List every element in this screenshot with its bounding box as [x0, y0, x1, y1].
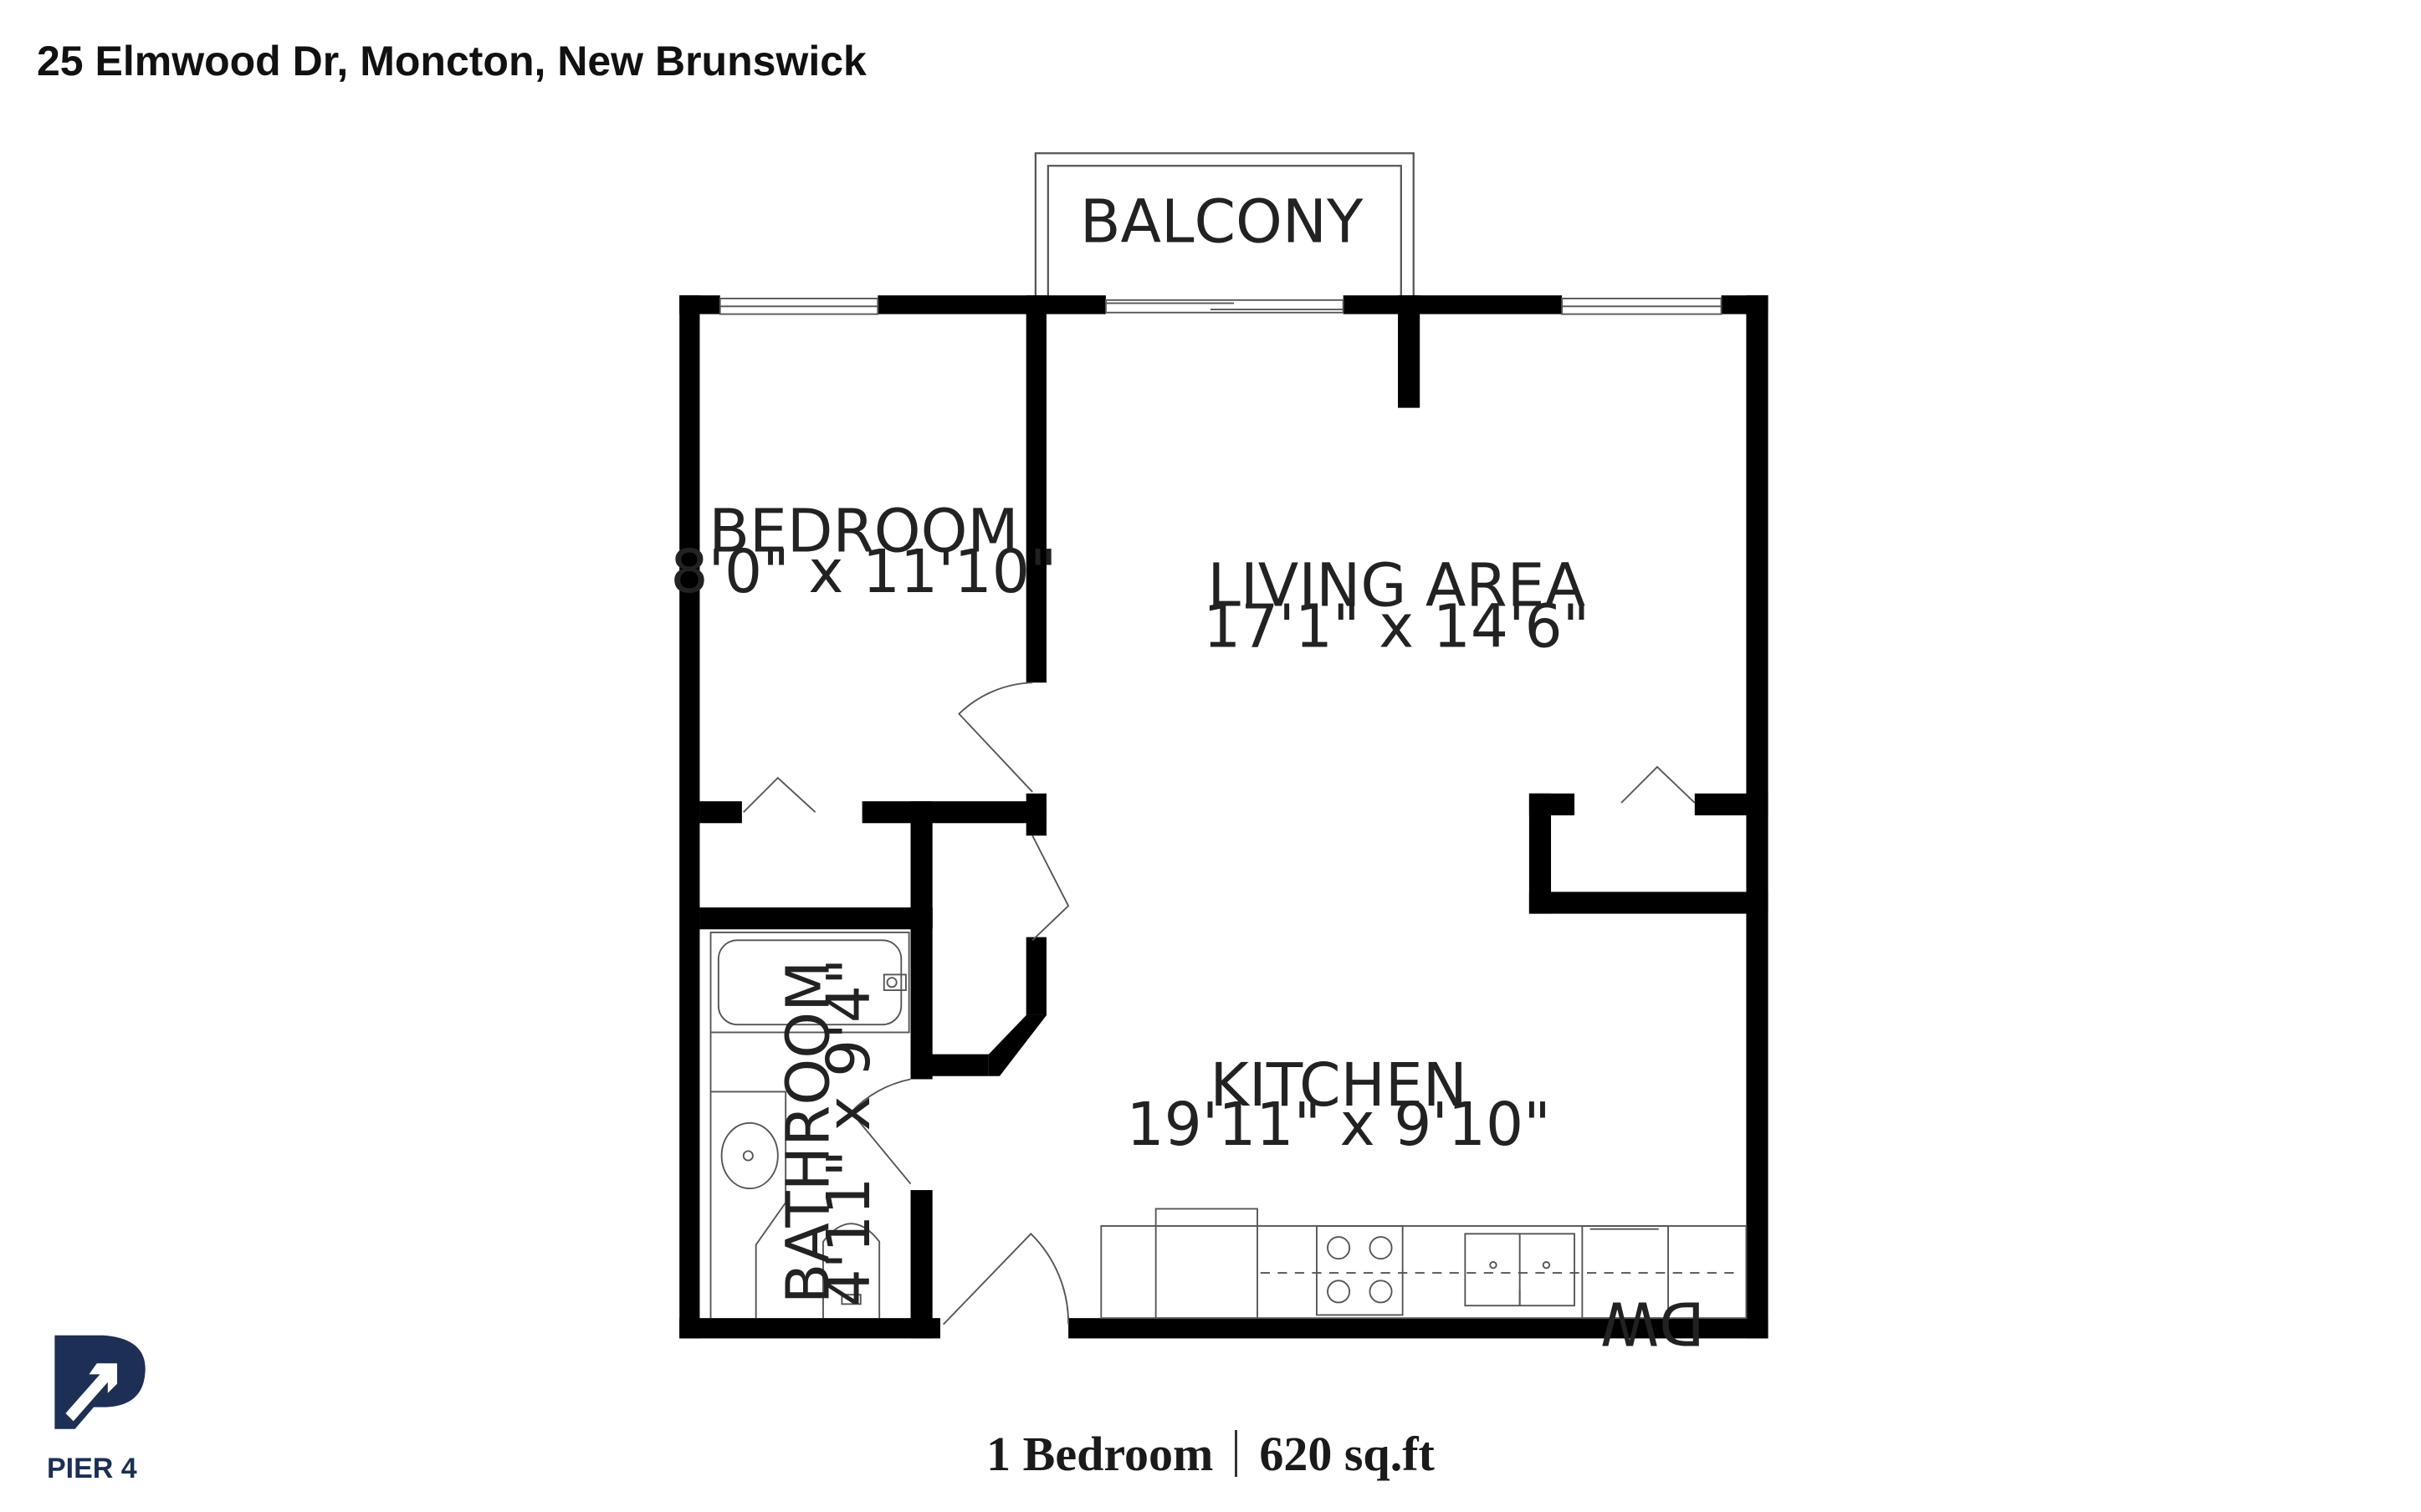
bathroom-door — [850, 1078, 912, 1185]
unit-summary: 1 Bedroom 620 sq.ft — [0, 1426, 2421, 1482]
refrigerator — [1154, 1208, 1258, 1320]
kitchen-counter — [1100, 1225, 1748, 1320]
summary-divider — [1235, 1430, 1238, 1477]
sink — [710, 1091, 787, 1319]
entry-door — [943, 1233, 1070, 1326]
bedroom-label: BEDROOM — [709, 496, 1018, 565]
bedroom-closet-door — [743, 776, 816, 813]
square-footage: 620 sq.ft — [1259, 1427, 1435, 1481]
bedroom-count: 1 Bedroom — [986, 1427, 1214, 1481]
living-closet-door — [1620, 765, 1696, 804]
dishwasher — [1581, 1225, 1669, 1320]
balcony-label: BALCONY — [1080, 187, 1364, 257]
door-swings — [743, 682, 1696, 1326]
kitchen-label: KITCHEN — [1210, 1050, 1466, 1120]
windows — [719, 298, 1722, 315]
property-address: 25 Elmwood Dr, Moncton, New Brunswick — [37, 38, 867, 84]
pier4-logo-icon — [54, 1335, 146, 1429]
brand-name: PIER 4 — [47, 1453, 137, 1484]
living-size: 17'1" x 14'6" — [1203, 591, 1589, 661]
hall-closet-door — [1031, 835, 1070, 941]
bathroom-label: BATHROOM — [773, 961, 842, 1305]
kitchen-size: 19'11" x 9'10" — [1126, 1090, 1550, 1159]
stove — [1316, 1225, 1404, 1316]
bathtub — [709, 932, 910, 1034]
bedroom-size: 8'0" x 11'10" — [670, 537, 1057, 606]
interior-walls — [699, 295, 1768, 1339]
balcony-outline — [1034, 152, 1415, 298]
living-label: LIVING AREA — [1207, 551, 1585, 621]
sliding-door — [1104, 299, 1344, 314]
exterior-walls — [679, 295, 1768, 1339]
toilet — [822, 1223, 881, 1319]
bathroom-size: 4'11" x 9'4" — [814, 958, 883, 1306]
kitchen-fixtures — [1100, 1208, 1748, 1320]
dishwasher-label: DW — [1600, 1288, 1705, 1357]
bathroom-fixtures — [709, 932, 910, 1319]
bedroom-door — [958, 682, 1033, 793]
